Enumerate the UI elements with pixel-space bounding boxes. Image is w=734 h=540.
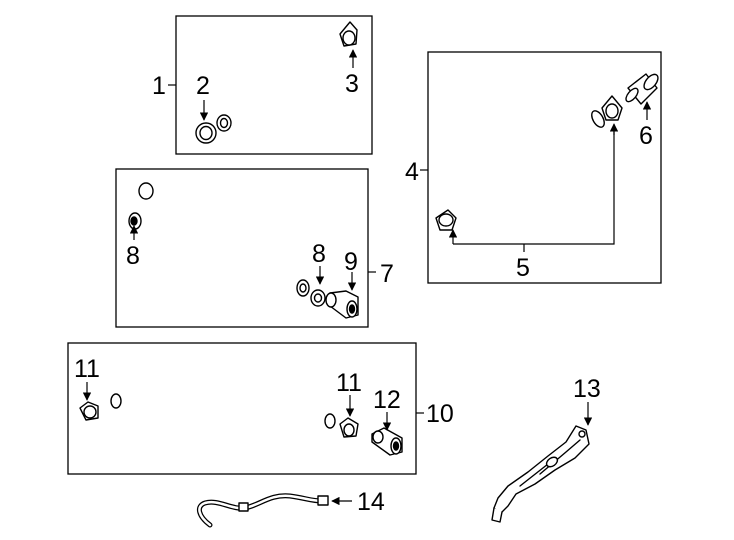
group-1 <box>168 15 373 155</box>
clamp-part-5-upper <box>601 95 623 121</box>
ring-part-8-left <box>128 212 142 230</box>
bracket-part-13 <box>491 425 590 523</box>
group-7-box <box>115 168 369 328</box>
plug-part-9 <box>325 290 359 319</box>
hose-part-10 <box>110 369 336 429</box>
connector-part-12 <box>371 427 403 456</box>
callout-6: 6 <box>639 122 653 150</box>
line-part-14 <box>196 493 329 528</box>
hose-part-7 <box>138 175 310 297</box>
group-4 <box>420 51 662 284</box>
group-10 <box>67 342 424 475</box>
callout-3: 3 <box>345 70 359 98</box>
clamp-part-5-lower <box>435 209 457 231</box>
callout-2: 2 <box>196 72 210 100</box>
hose-upper <box>450 110 605 220</box>
callout-14: 14 <box>357 488 385 516</box>
clamp-part-3 <box>339 21 358 47</box>
connector-part-6 <box>625 73 659 105</box>
callout-4: 4 <box>405 158 419 186</box>
callout-11-left: 11 <box>74 355 100 383</box>
clamp-part-11-left <box>79 401 99 421</box>
callout-1: 1 <box>152 72 166 100</box>
clamp-part-11-right <box>339 417 359 438</box>
group-4-box <box>427 51 662 284</box>
callout-12: 12 <box>373 386 401 414</box>
callout-13: 13 <box>573 375 601 403</box>
hose-part-1 <box>216 36 332 132</box>
callout-8-left: 8 <box>126 242 140 270</box>
callout-10: 10 <box>426 400 454 428</box>
ring-part-8-right <box>310 289 326 307</box>
callout-9: 9 <box>344 248 358 276</box>
group-10-box <box>67 342 417 475</box>
callout-8-right: 8 <box>312 240 326 268</box>
callout-11-right: 11 <box>336 369 362 397</box>
group-7 <box>115 168 376 328</box>
callout-7: 7 <box>380 260 394 288</box>
callout-5: 5 <box>516 254 530 282</box>
clamp-part-2 <box>195 122 217 144</box>
